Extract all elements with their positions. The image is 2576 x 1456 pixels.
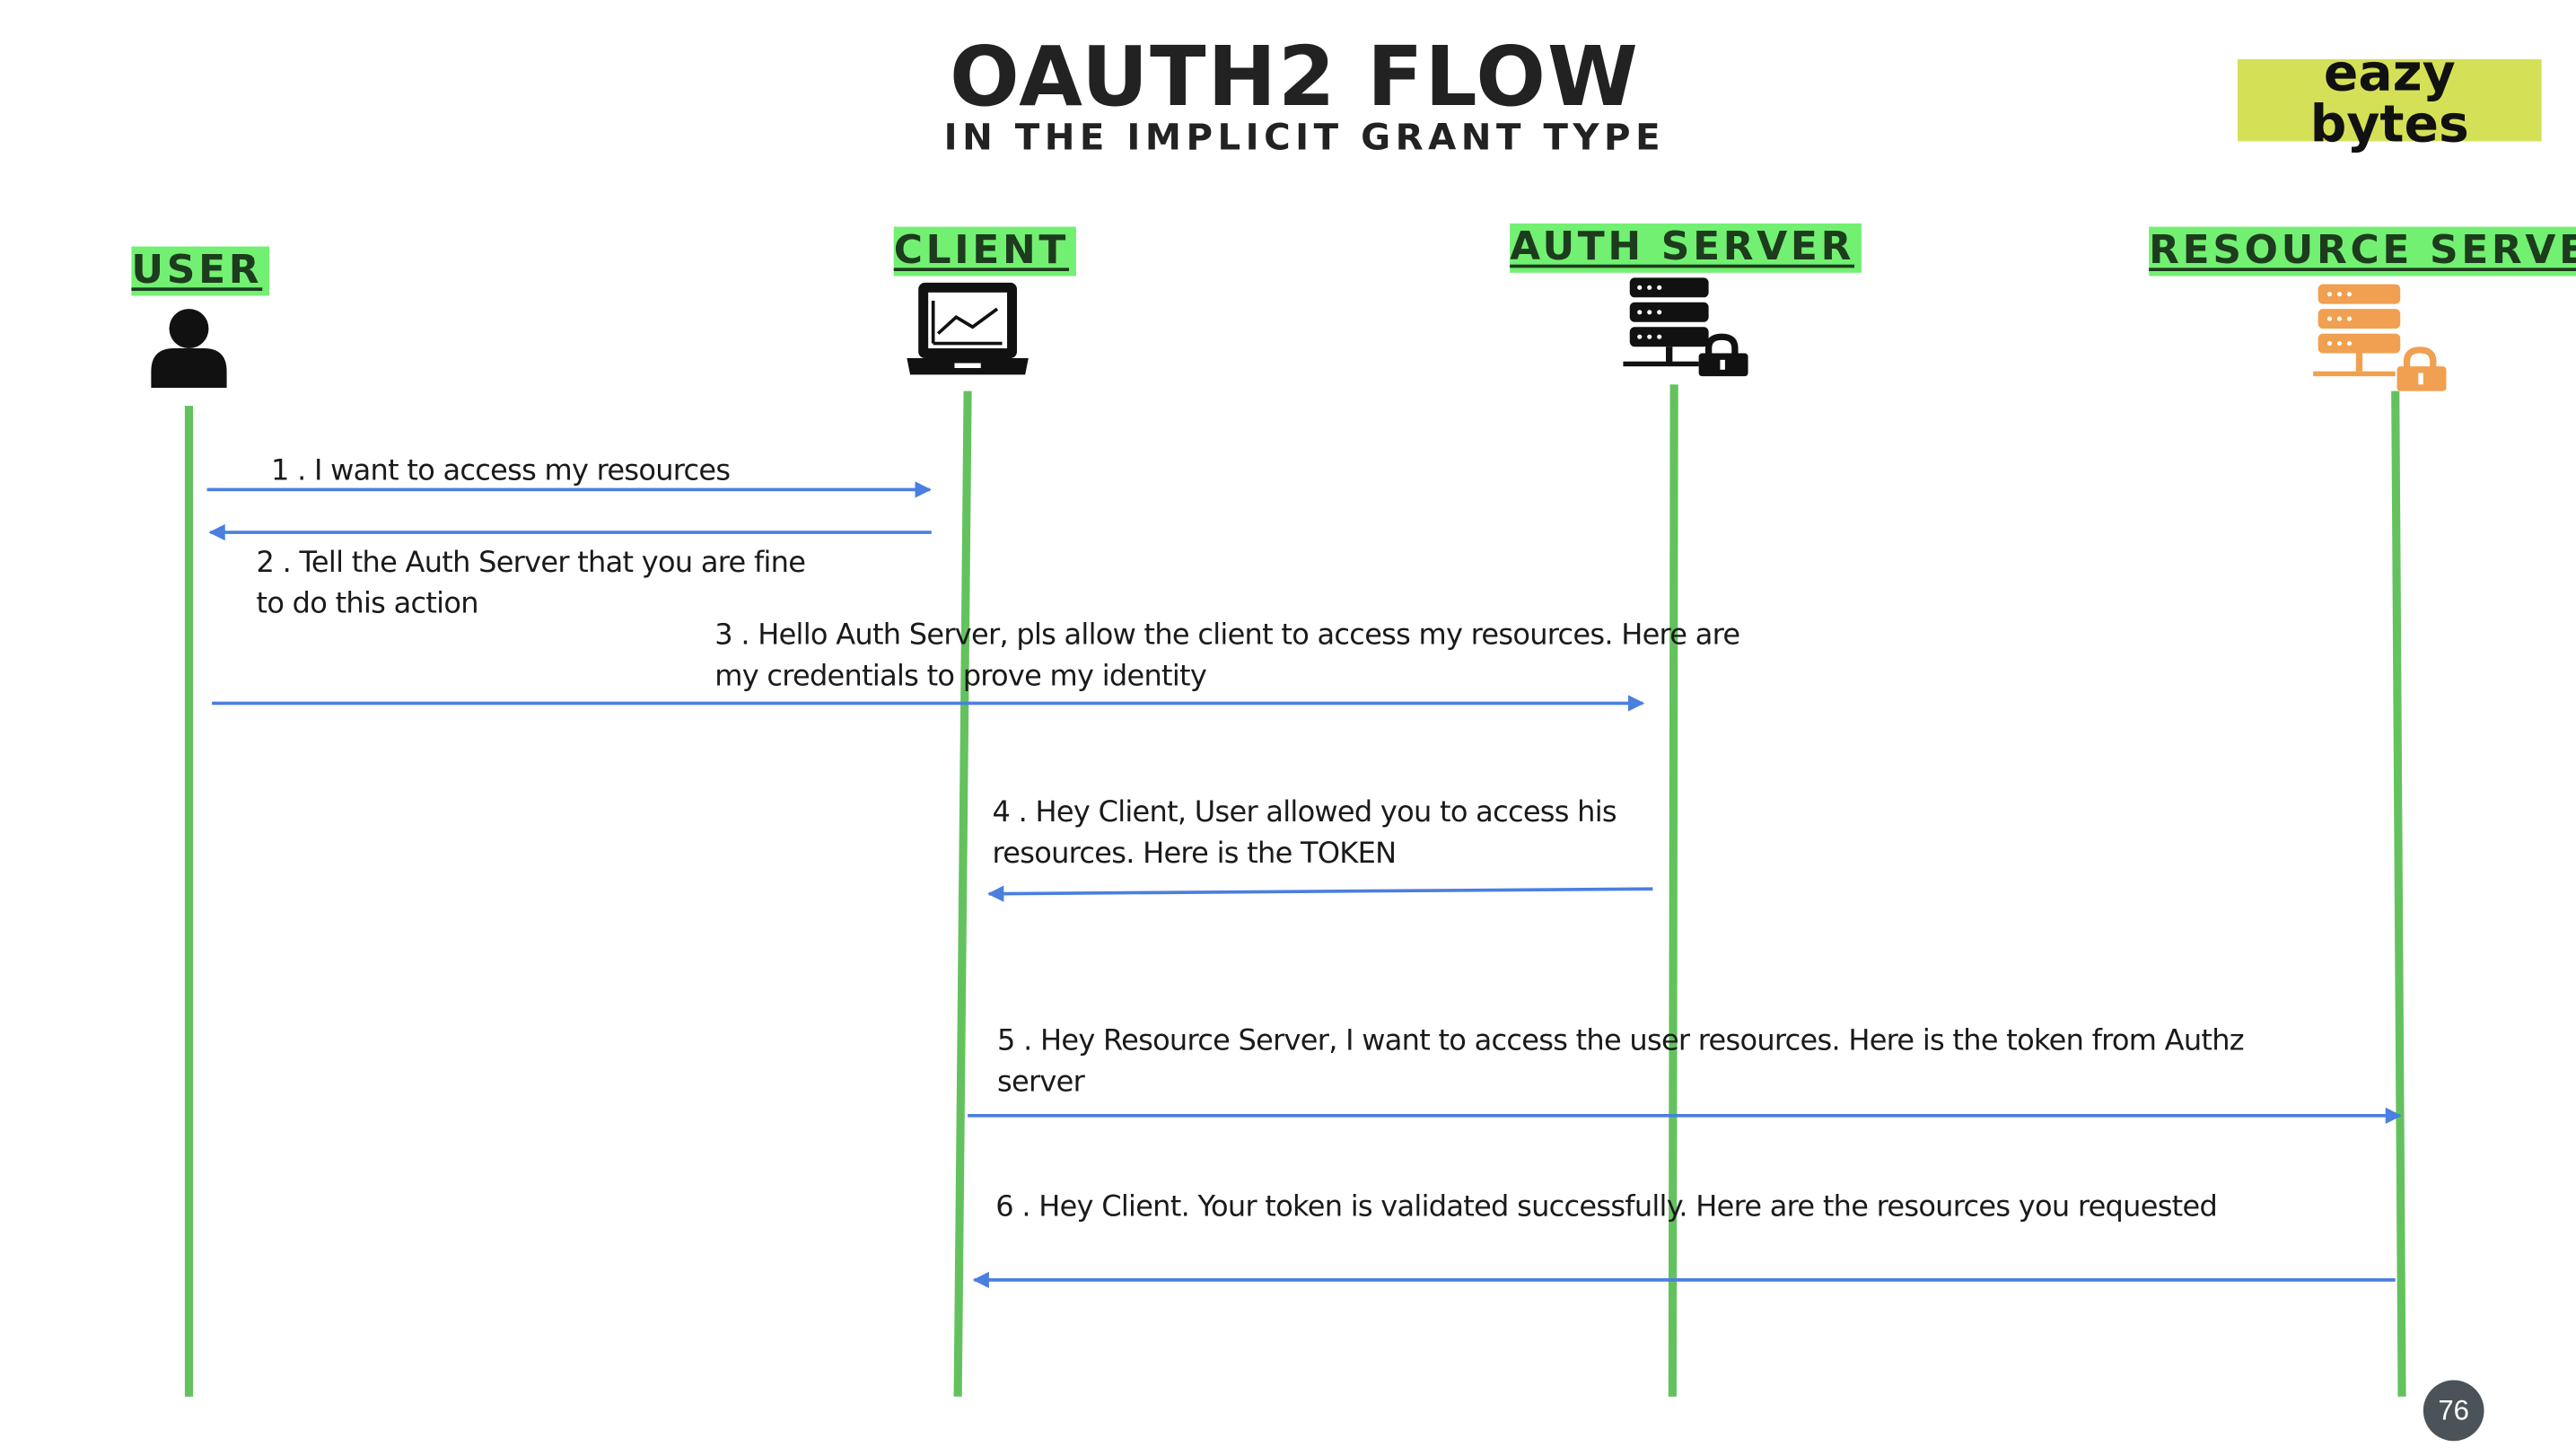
step-4-label: 4 . Hey Client, User allowed you to acce… [993, 794, 1617, 876]
actor-label-client: CLIENT [893, 226, 1076, 276]
logo-background [2238, 58, 2542, 142]
page-subtitle: IN THE IMPLICIT GRANT TYPE [943, 118, 1666, 160]
actor-label-resource-server: RESOURCE SERVER [2149, 226, 2576, 276]
step-2-line-1: 2 . Tell the Auth Server that you are fi… [256, 547, 806, 581]
page-title: OAUTH2 FLOW [949, 29, 1640, 126]
step-5-line-1: 5 . Hey Resource Server, I want to acces… [997, 1025, 2245, 1058]
logo-line-1: eazy [2323, 44, 2456, 104]
actor-label-user: USER [131, 246, 269, 296]
person-icon [151, 309, 227, 388]
lifeline-client [953, 390, 972, 1397]
resource-server-lock-icon [2313, 284, 2447, 391]
eazybytes-logo: eazy bytes [2238, 44, 2542, 155]
step-1-label: 1 . I want to access my resources [271, 452, 731, 493]
step-5-line-2: server [997, 1066, 1085, 1100]
laptop-chart-icon [907, 282, 1029, 375]
lifeline-auth-server [1668, 384, 1678, 1397]
logo-line-2: bytes [2309, 95, 2469, 155]
step-3-label: 3 . Hello Auth Server, pls allow the cli… [714, 616, 1740, 698]
step-5-label: 5 . Hey Resource Server, I want to acces… [997, 1022, 2245, 1105]
step-6-label: 6 . Hey Client. Your token is validated … [995, 1188, 2218, 1229]
step-3-line-1: 3 . Hello Auth Server, pls allow the cli… [714, 619, 1740, 653]
step-1-line-1: 1 . I want to access my resources [271, 455, 731, 488]
arrow-step-4 [987, 885, 1653, 902]
step-6-line-1: 6 . Hey Client. Your token is validated … [995, 1191, 2218, 1224]
step-2-label: 2 . Tell the Auth Server that you are fi… [257, 544, 806, 627]
step-4-line-1: 4 . Hey Client, User allowed you to acce… [992, 796, 1617, 830]
step-4-line-2: resources. Here is the TOKEN [992, 838, 1397, 872]
server-lock-icon [1623, 277, 1748, 377]
lifeline-resource-server [2391, 390, 2406, 1397]
actor-label-auth-server: AUTH SERVER [1510, 223, 1862, 273]
step-3-line-2: my credentials to prove my identity [714, 660, 1207, 694]
page-number-badge: 76 [2423, 1380, 2484, 1442]
step-2-line-2: to do this action [256, 588, 479, 621]
